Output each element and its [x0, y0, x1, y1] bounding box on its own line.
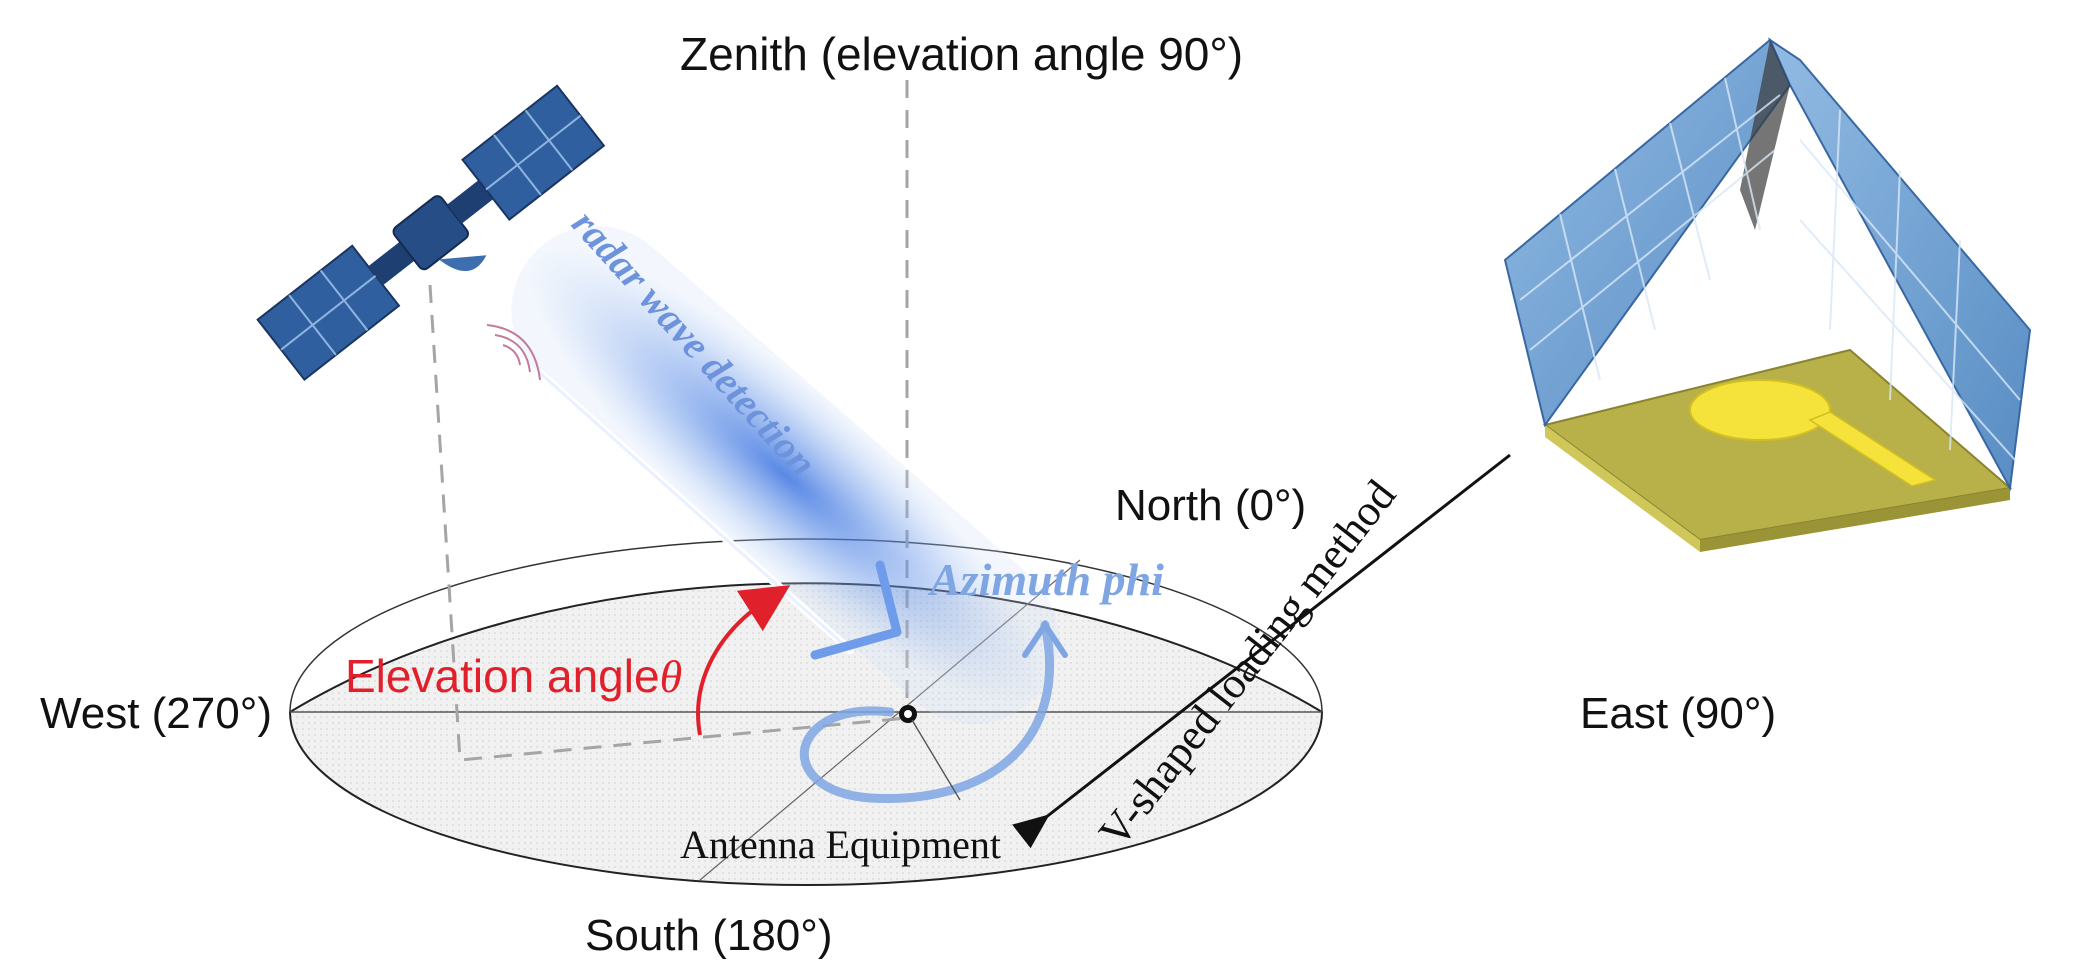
elevation-label: Elevation angleθ — [345, 650, 682, 702]
v-antenna-icon — [1503, 37, 2032, 552]
azimuth-arrow — [799, 620, 1054, 804]
satellite-icon — [256, 84, 606, 382]
projection-dashes — [428, 284, 908, 762]
east-label: East (90°) — [1580, 689, 1776, 738]
azimuth-arrowhead — [1022, 619, 1068, 658]
west-label: West (270°) — [40, 689, 272, 738]
elevation-label-text: Elevation angle — [345, 650, 660, 702]
signal-waves-icon — [486, 324, 541, 381]
south-label: South (180°) — [585, 911, 833, 960]
azimuth-label: Azimuth phi — [927, 554, 1164, 605]
v-shaped-pointer — [1012, 453, 1511, 849]
radar-beam — [511, 225, 1059, 725]
elevation-arc — [696, 585, 791, 736]
antenna-origin-point — [899, 705, 961, 801]
zenith-label: Zenith (elevation angle 90°) — [680, 28, 1243, 80]
theta-symbol: θ — [660, 651, 683, 702]
antenna-equipment-label: Antenna Equipment — [680, 822, 1001, 867]
north-label: North (0°) — [1115, 481, 1306, 530]
